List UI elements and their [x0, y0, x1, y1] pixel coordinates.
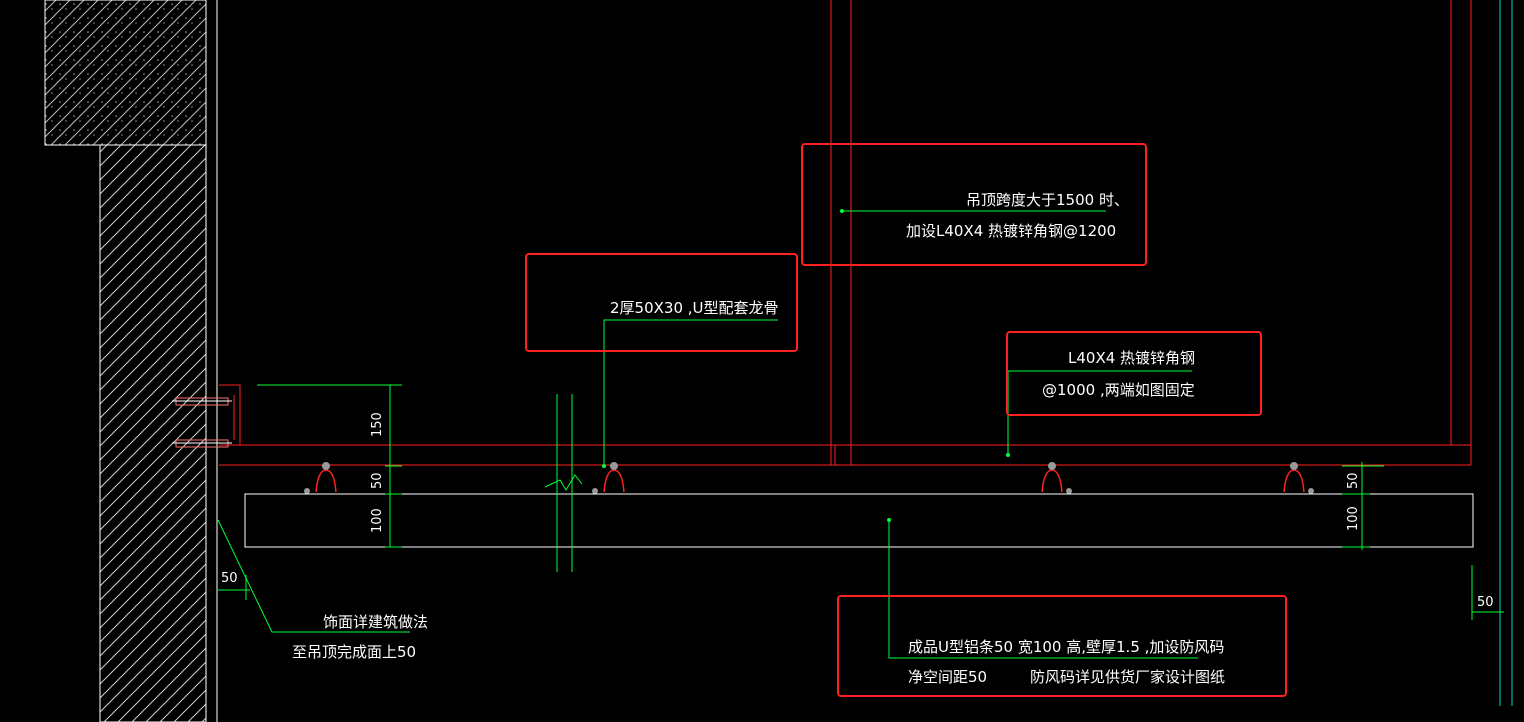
- structural-wall: [44, 0, 218, 722]
- anchor-bolts: [172, 397, 232, 448]
- span-note-line1: 吊顶跨度大于1500 时、: [966, 191, 1129, 209]
- dim-bottom-right-50: 50: [1477, 595, 1494, 610]
- aluminum-strip: [244, 493, 1474, 548]
- keel-note: 2厚50X30 ,U型配套龙骨: [610, 299, 779, 317]
- steel-frame: [219, 0, 1472, 466]
- dim-left-100: 100: [370, 508, 385, 533]
- clip-bolts: [304, 462, 1314, 494]
- profile-note-line1: 成品U型铝条50 宽100 高,壁厚1.5 ,加设防风码: [908, 638, 1224, 656]
- callout-boxes: [525, 143, 1287, 697]
- break-line: [544, 394, 583, 572]
- dim-bottom-left-50: 50: [221, 571, 238, 586]
- dimension-lines: [218, 384, 1504, 620]
- span-note-line2: 加设L40X4 热镀锌角钢@1200: [906, 222, 1116, 240]
- finish-note-line1: 饰面详建筑做法: [323, 613, 428, 631]
- dim-right-100: 100: [1346, 506, 1361, 531]
- angle-note-line1: L40X4 热镀锌角钢: [1068, 349, 1195, 367]
- finish-note-line2: 至吊顶完成面上50: [292, 643, 416, 661]
- dim-right-50: 50: [1346, 472, 1361, 489]
- profile-note-line2: 净空间距50: [908, 668, 987, 686]
- leader-dots: [602, 209, 1010, 522]
- dim-left-50: 50: [370, 472, 385, 489]
- right-edge-lines: [1499, 0, 1513, 706]
- profile-note-line3: 防风码详见供货厂家设计图纸: [1030, 668, 1225, 686]
- angle-note-line2: @1000 ,两端如图固定: [1042, 381, 1195, 399]
- leader-lines: [217, 210, 1198, 659]
- u-keel-clips: [315, 469, 1305, 493]
- dim-left-150: 150: [370, 412, 385, 437]
